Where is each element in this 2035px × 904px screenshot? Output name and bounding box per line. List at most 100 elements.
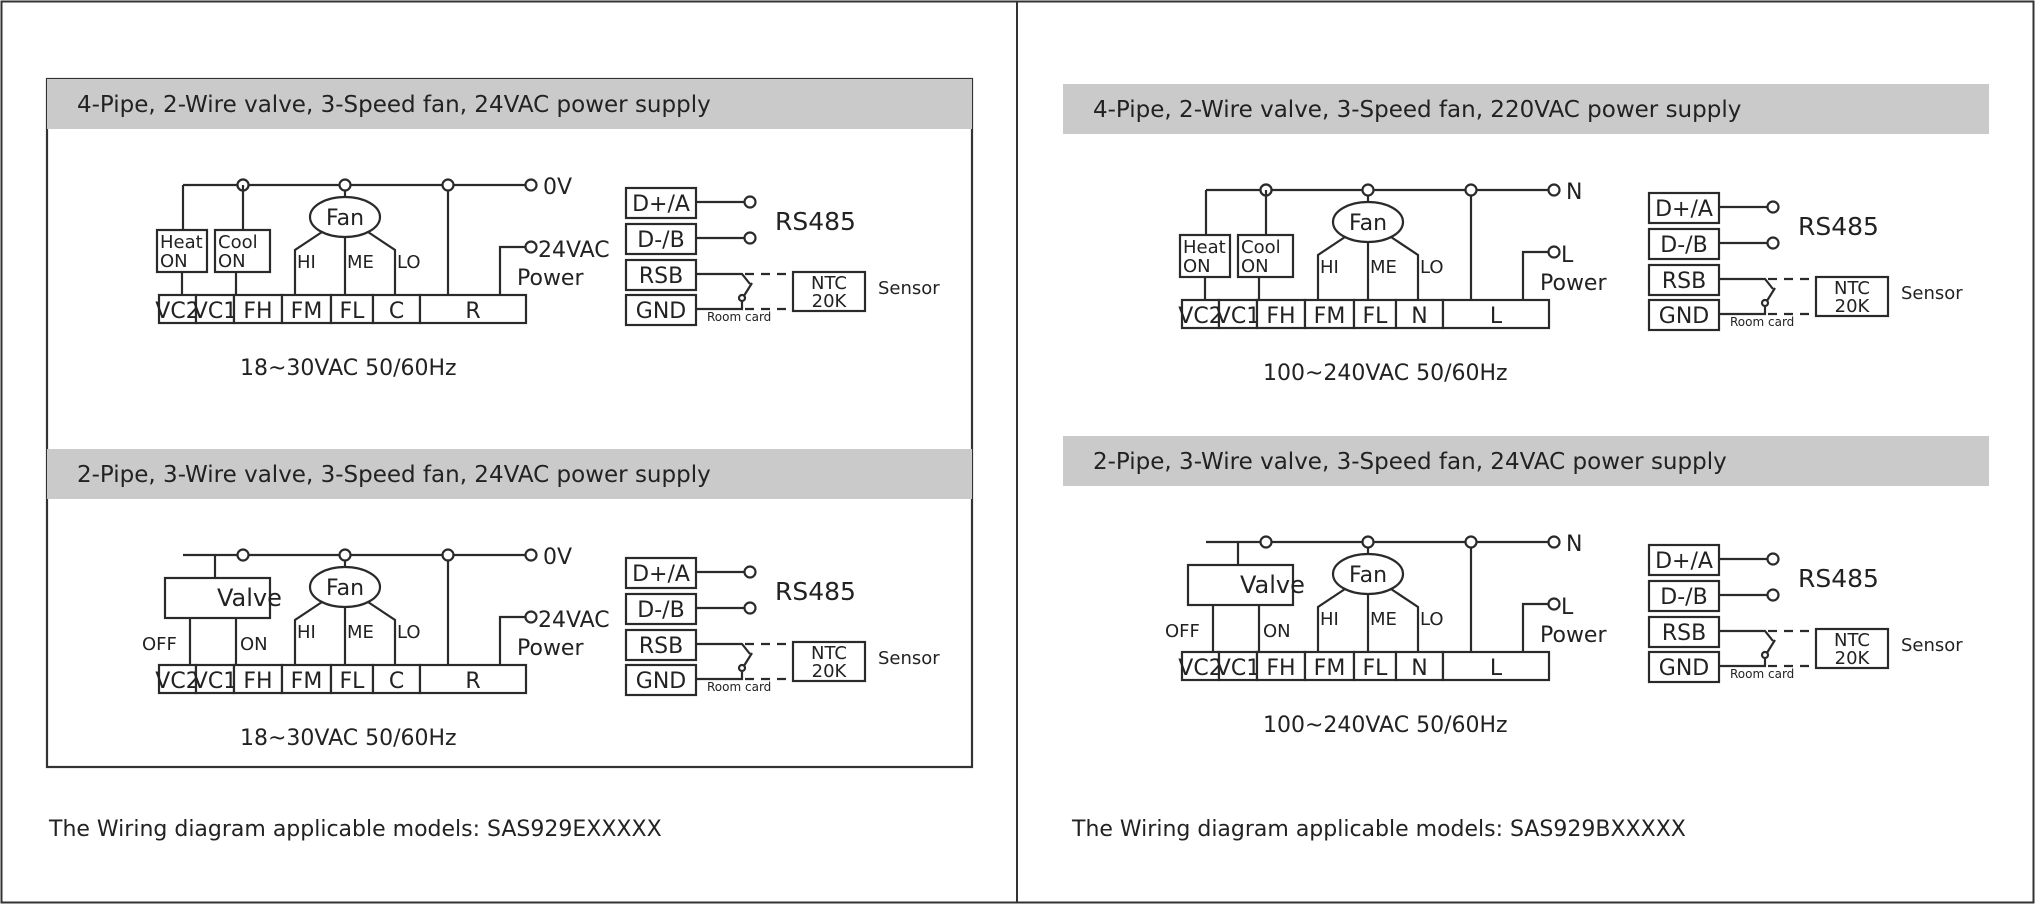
bus-junction <box>338 178 352 192</box>
terminal-block <box>157 663 198 695</box>
rs485-label: RS485 <box>775 207 856 236</box>
comm-terminal-label: D-/B <box>1660 585 1707 610</box>
terminal-block <box>371 663 422 695</box>
comm-terminal <box>1647 615 1721 649</box>
power-wire <box>1521 250 1548 300</box>
ntc-label: NTC <box>1834 630 1870 651</box>
valve-label: Valve <box>217 584 282 612</box>
fan-hi-wire <box>1316 588 1346 652</box>
ntc-label: NTC <box>1834 278 1870 299</box>
comm-terminal-label: D+/A <box>1655 197 1713 222</box>
fan-lo-wire <box>367 231 397 295</box>
terminal-block <box>1255 650 1307 682</box>
comm-terminal <box>1647 579 1721 613</box>
terminal-label: C <box>389 669 404 694</box>
speed-hi-label: HI <box>297 622 316 643</box>
terminal-block <box>418 293 528 325</box>
terminal-label: R <box>465 669 480 694</box>
cool-valve-box <box>1236 233 1295 279</box>
comm-terminal <box>624 663 698 697</box>
fan-hi-wire <box>293 231 323 295</box>
terminal-label: FM <box>291 299 323 324</box>
ntc-sensor-box <box>1814 627 1890 670</box>
cool-label: Cool <box>1241 237 1281 258</box>
terminal-label: FL <box>1363 656 1389 681</box>
terminal-label: FH <box>1266 656 1295 681</box>
comm-terminal-label: GND <box>636 299 686 324</box>
ntc-label: NTC <box>811 273 847 294</box>
room-card-label: Room card <box>707 310 771 324</box>
power-terminal <box>524 240 538 254</box>
cool-on-label: ON <box>218 251 246 272</box>
terminal-label: C <box>389 299 404 324</box>
rs485-a-terminal <box>743 565 757 579</box>
terminal-block <box>329 663 375 695</box>
ntc-value-label: 20K <box>1835 648 1871 669</box>
diagram-header-bar <box>1063 436 1989 486</box>
valve-box <box>1186 563 1295 607</box>
terminal-block <box>194 663 236 695</box>
rsb-wire <box>696 642 751 655</box>
power-label: Power <box>517 636 584 661</box>
valve-off-label: OFF <box>142 634 177 655</box>
diagram-4: 2-Pipe, 3-Wire valve, 3-Speed fan, 24VAC… <box>1063 436 1989 738</box>
comm-terminal-label: RSB <box>639 634 683 659</box>
terminal-block <box>157 293 198 325</box>
ntc-value-label: 20K <box>1835 296 1871 317</box>
comm-terminal <box>624 293 698 327</box>
power-wire <box>498 245 525 295</box>
cool-on-label: ON <box>1241 256 1269 277</box>
gnd-wire <box>1719 307 1767 316</box>
diagram-header-bar <box>47 449 972 499</box>
comm-terminal-label: GND <box>1659 304 1709 329</box>
supply-top-label: 0V <box>543 175 572 200</box>
comm-terminal-label: GND <box>1659 656 1709 681</box>
diagram-header-bar <box>47 79 972 129</box>
supply-input-label: 24VAC <box>538 238 610 263</box>
valve-label: Valve <box>1240 571 1305 599</box>
rsb-wire <box>1719 277 1774 290</box>
terminal-label: FH <box>243 299 272 324</box>
terminal-label: VC2 <box>155 299 199 324</box>
diagram-3: 4-Pipe, 2-Wire valve, 3-Speed fan, 220VA… <box>1063 84 1989 386</box>
comm-terminal <box>1647 650 1721 684</box>
terminal-block <box>418 663 528 695</box>
rs485-label: RS485 <box>1798 212 1879 241</box>
power-label: Power <box>1540 271 1607 296</box>
terminal-label: VC2 <box>155 669 199 694</box>
comm-terminal-label: RSB <box>1662 269 1706 294</box>
speed-me-label: ME <box>1370 257 1397 278</box>
fan-label: Fan <box>326 206 364 231</box>
power-terminal <box>1547 597 1561 611</box>
terminal-label: N <box>1411 304 1427 329</box>
voltage-rating: 100~240VAC 50/60Hz <box>1263 361 1508 386</box>
comm-terminal-label: RSB <box>1662 621 1706 646</box>
diagram-header: 2-Pipe, 3-Wire valve, 3-Speed fan, 24VAC… <box>1093 449 1727 475</box>
terminal-label: VC1 <box>193 299 237 324</box>
terminal-label: L <box>1490 656 1503 681</box>
heat-on-label: ON <box>160 251 188 272</box>
supply-terminal <box>524 548 538 562</box>
speed-lo-label: LO <box>397 622 421 643</box>
voltage-rating: 18~30VAC 50/60Hz <box>240 356 457 381</box>
voltage-rating: 100~240VAC 50/60Hz <box>1263 713 1508 738</box>
terminal-block <box>371 293 422 325</box>
terminal-block <box>280 293 333 325</box>
ntc-label: NTC <box>811 643 847 664</box>
supply-top-label: N <box>1566 180 1582 205</box>
diagram-header: 4-Pipe, 2-Wire valve, 3-Speed fan, 220VA… <box>1093 97 1741 123</box>
supply-input-label: L <box>1561 243 1574 268</box>
comm-terminal-label: D-/B <box>1660 233 1707 258</box>
fan-hi-wire <box>293 601 323 665</box>
comm-terminal-label: D-/B <box>637 598 684 623</box>
bus-junction <box>441 178 455 192</box>
switch-pivot <box>737 663 747 673</box>
terminal-label: VC1 <box>193 669 237 694</box>
diagram-1: 4-Pipe, 2-Wire valve, 3-Speed fan, 24VAC… <box>47 79 972 381</box>
supply-input-label: 24VAC <box>538 608 610 633</box>
rs485-b-terminal <box>743 231 757 245</box>
bus-junction <box>1361 535 1375 549</box>
terminal-block <box>1180 298 1221 330</box>
supply-top-label: 0V <box>543 545 572 570</box>
cool-label: Cool <box>218 232 258 253</box>
